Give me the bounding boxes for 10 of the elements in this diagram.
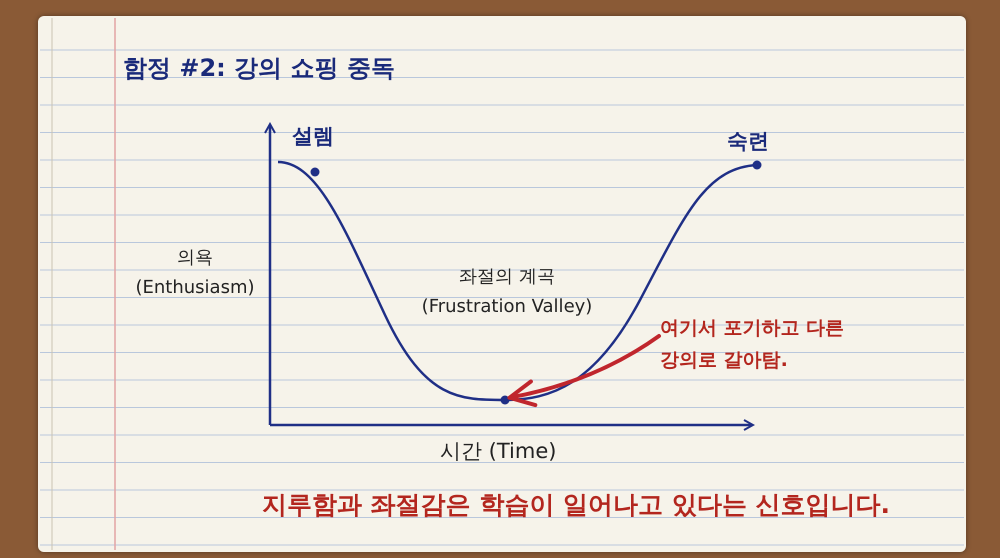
data-point: [500, 396, 510, 404]
point-label: 숙련: [727, 128, 769, 155]
axis-label: 시간 (Time): [440, 438, 556, 465]
caption: 지루함과 좌절감은 학습이 일어나고 있다는 신호입니다.: [262, 489, 890, 521]
axis-label: 의욕 (Enthusiasm): [134, 246, 256, 300]
leader-arrow: [508, 334, 661, 407]
point-label: 설렘: [292, 123, 334, 150]
annotation-text: 여기서 포기하고 다른 강의로 갈아탐.: [660, 312, 845, 376]
valley-label: 좌절의 계곡 (Frustration Valley): [420, 265, 594, 319]
title: 함정 #2: 강의 쇼핑 중독: [123, 53, 395, 84]
